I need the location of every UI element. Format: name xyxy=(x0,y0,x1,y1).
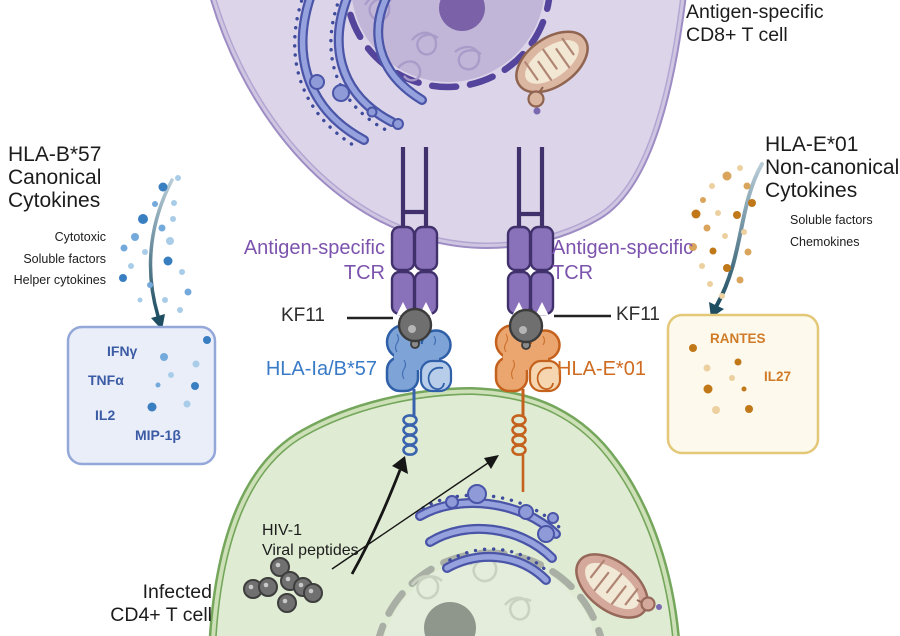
hla-e01-stem xyxy=(511,389,527,492)
endoplasmic-reticulum-cd8 xyxy=(293,0,427,150)
kf11-label-left: KF11 xyxy=(281,305,326,326)
nucleus-cd8 xyxy=(343,0,553,91)
left-panel-items: Cytotoxic Soluble factors Helper cytokin… xyxy=(13,230,106,287)
cytokine-tnfa: TNFα xyxy=(88,372,124,388)
cytokine-dots-right xyxy=(689,165,756,299)
cytokine-il2: IL2 xyxy=(95,407,116,423)
mitochondrion-cd4 xyxy=(575,553,662,619)
viral-peptide-highlights xyxy=(248,562,314,604)
cd4-cell-label: Infected CD4+ T cell xyxy=(110,581,212,626)
cytokine-il27: IL27 xyxy=(764,369,792,384)
tcr-left xyxy=(390,225,439,316)
left-panel-title: HLA-B*57 Canonical Cytokines xyxy=(8,143,102,212)
cytokine-rantes: RANTES xyxy=(710,331,766,346)
peptide-kf11-right xyxy=(508,308,544,350)
nucleolus xyxy=(439,0,485,31)
secretion-arrow-right xyxy=(709,162,764,318)
hla-e01-molecule xyxy=(494,324,562,393)
cytokine-mip1b: MIP-1β xyxy=(135,427,181,443)
right-tcr-label: Antigen-specific TCR xyxy=(552,237,694,284)
hla-b57-stem xyxy=(402,389,418,456)
right-panel-title: HLA-E*01 Non-canonical Cytokines xyxy=(765,133,900,202)
cd8-cell-label: Antigen-specific CD8+ T cell xyxy=(686,1,824,46)
receptor-dot xyxy=(656,604,662,610)
peptide-arrow-right xyxy=(331,455,499,570)
viral-peptides-dots xyxy=(243,557,323,613)
left-tcr-label: Antigen-specific TCR xyxy=(243,237,385,284)
tcr-right xyxy=(506,225,555,316)
receptor-dot xyxy=(533,107,541,115)
hla-e01-label: HLA-E*01 xyxy=(557,358,646,380)
right-panel-items: Soluble factors Chemokines xyxy=(790,213,873,249)
nucleolus xyxy=(424,602,476,636)
cytokine-dots-left xyxy=(119,175,192,313)
peptide-kf11-left xyxy=(397,307,433,349)
endoplasmic-reticulum-cd4 xyxy=(415,484,562,585)
canonical-cytokine-box xyxy=(66,325,217,466)
viral-peptides-label: HIV-1 Viral peptides xyxy=(262,522,359,559)
kf11-label-right: KF11 xyxy=(616,304,661,325)
tcr-stems xyxy=(400,147,545,230)
cd8-t-cell xyxy=(210,0,687,249)
cytokine-ifng: IFNγ xyxy=(107,343,138,359)
mitochondrion-cd8 xyxy=(515,30,589,115)
hla-b57-label: HLA-Ia/B*57 xyxy=(265,358,377,380)
hla-b57-molecule xyxy=(385,324,453,393)
vesicles xyxy=(309,74,404,130)
cd4-t-cell xyxy=(208,386,680,636)
noncanonical-cytokine-box xyxy=(666,313,820,455)
vesicles xyxy=(445,484,559,543)
peptide-arrow-left xyxy=(350,456,408,575)
